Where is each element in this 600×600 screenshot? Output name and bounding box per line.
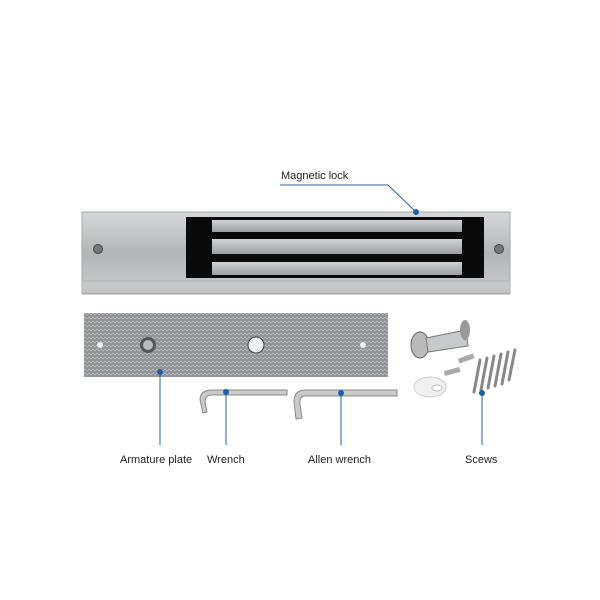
allen-wrench bbox=[293, 389, 398, 420]
wrench bbox=[199, 389, 288, 414]
callout-lines bbox=[159, 184, 483, 445]
magnetic-lock bbox=[81, 211, 511, 295]
callout-dots bbox=[157, 209, 485, 396]
label-screws: Scews bbox=[465, 454, 498, 466]
label-armature-plate: Armature plate bbox=[120, 454, 193, 466]
label-wrench: Wrench bbox=[207, 454, 245, 466]
screws-kit bbox=[410, 320, 517, 398]
label-allen-wrench: Allen wrench bbox=[308, 454, 371, 466]
label-magnetic-lock: Magnetic lock bbox=[281, 170, 349, 182]
armature-plate bbox=[84, 313, 388, 377]
